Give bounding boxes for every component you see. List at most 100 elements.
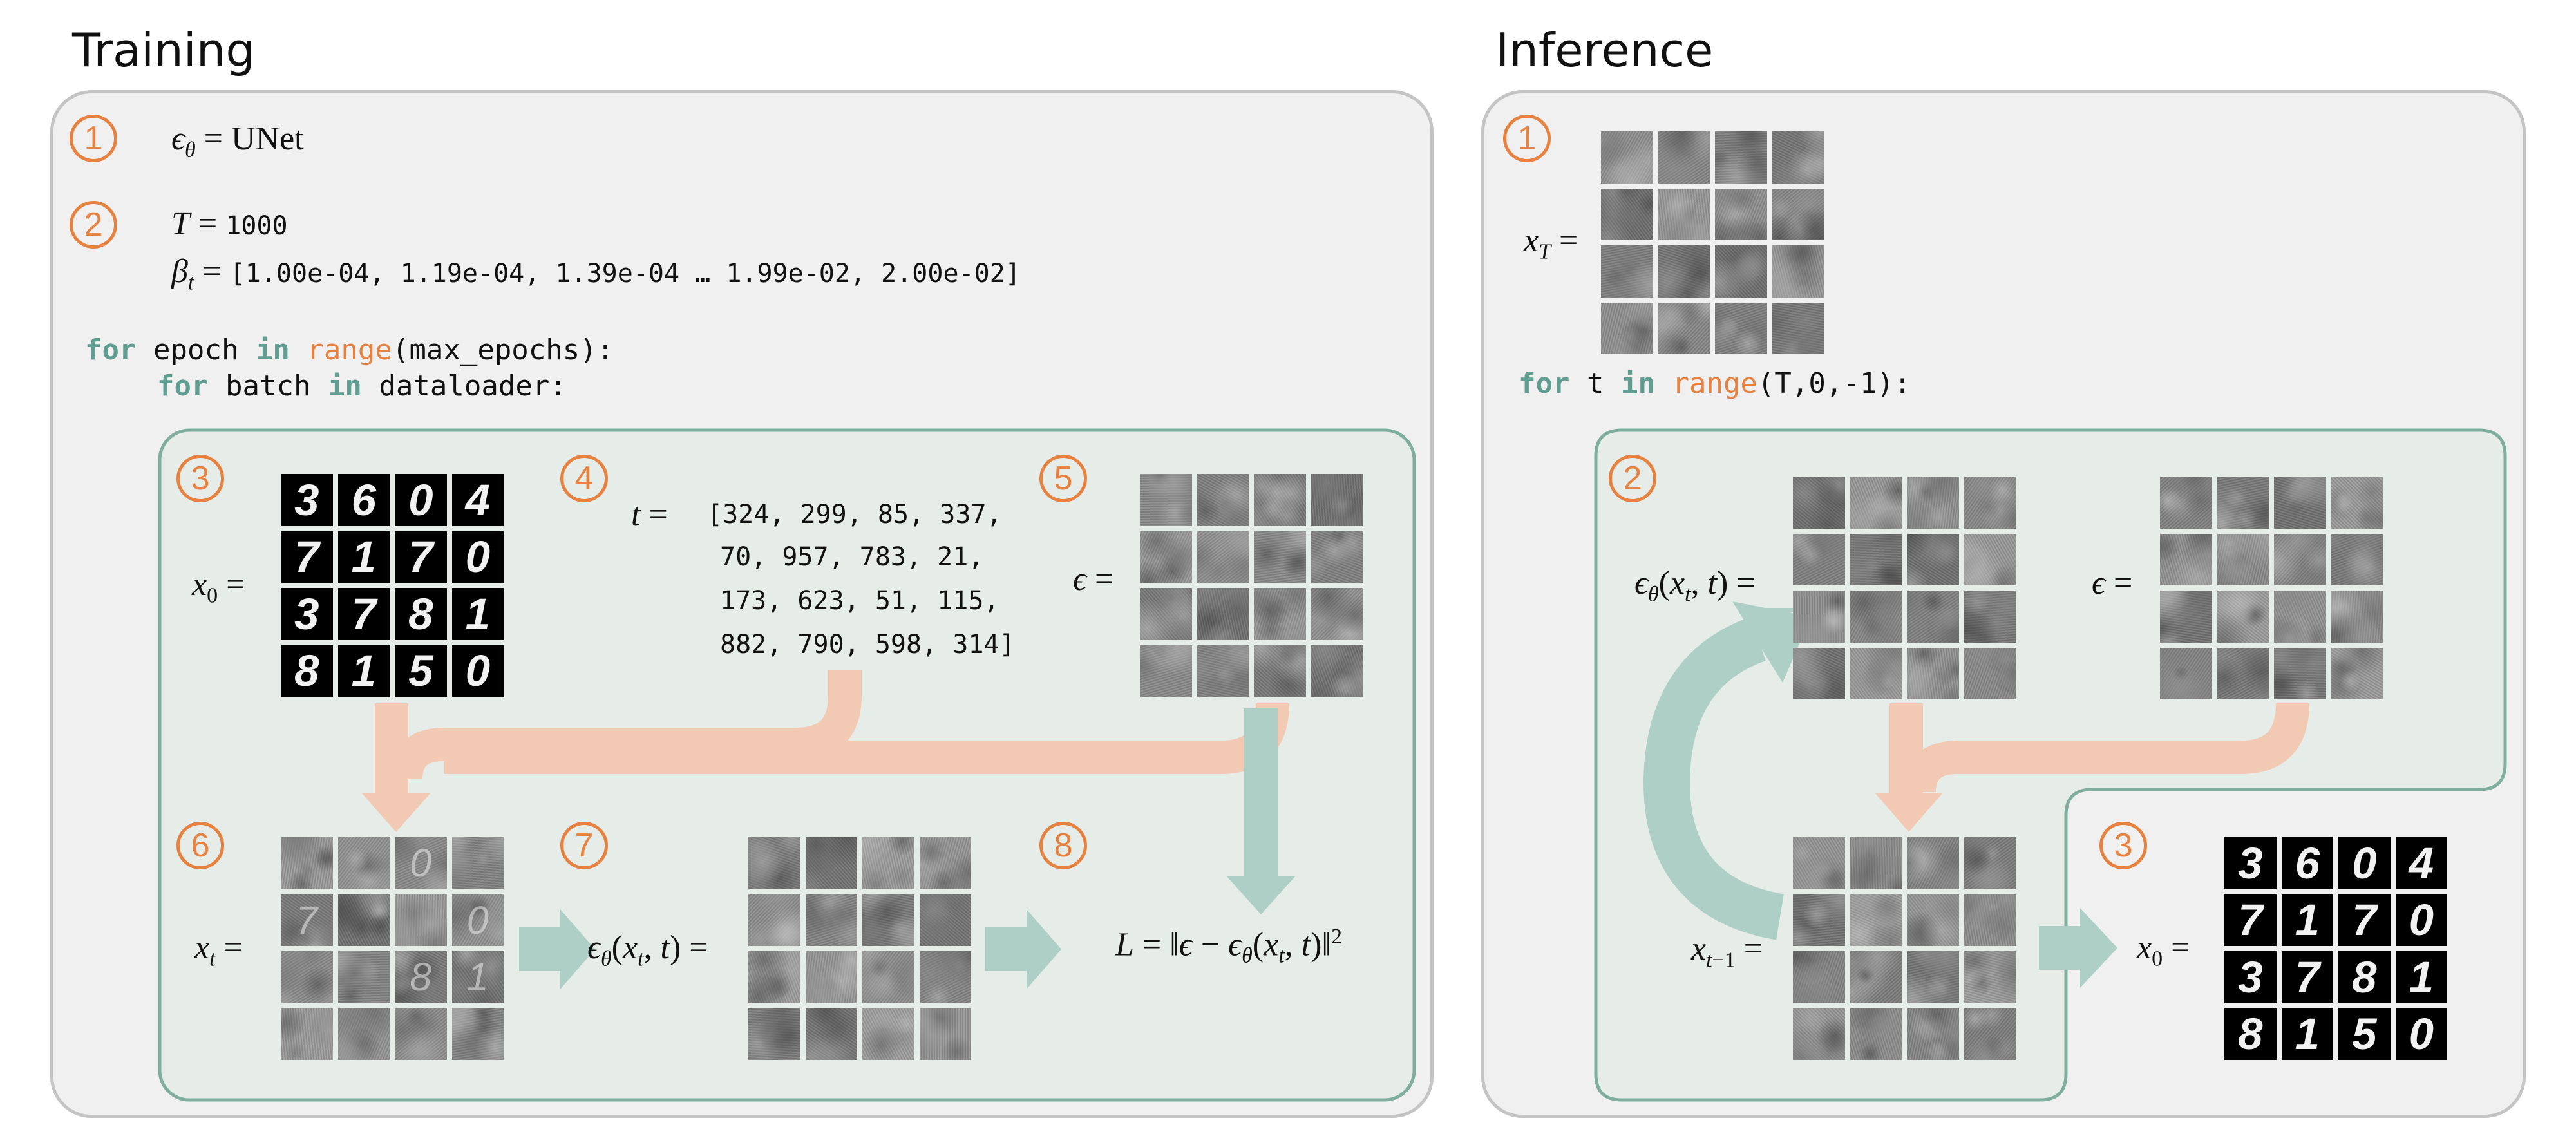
noise-tile: [1964, 951, 2016, 1003]
digit-tile: 5: [395, 645, 447, 697]
xt-label: xt =: [194, 929, 243, 971]
noise-tile: [2331, 533, 2383, 585]
noise-tile: [1964, 837, 2016, 889]
x0-label: x0 =: [192, 566, 245, 608]
noise-tile: [1850, 1008, 1902, 1060]
digit-tile: 0: [2395, 1008, 2447, 1060]
digit-tile: 7: [2224, 894, 2277, 946]
arrow-head-loop-tip: [1732, 601, 1811, 683]
noisy-digit-tile: 7: [281, 894, 333, 946]
noise-tile: [1793, 647, 1845, 699]
inference-xT-grid: [1601, 131, 1824, 354]
digit-tile: 6: [2281, 837, 2333, 889]
training-step-5-badge: 5: [1039, 455, 1087, 502]
noise-tile: [748, 951, 800, 1003]
digit-tile: 7: [2338, 894, 2391, 946]
noise-tile: [1793, 837, 1845, 889]
arrow-loop-back: [1643, 617, 1785, 940]
noise-tile: [2274, 647, 2326, 699]
noise-tile: [2274, 477, 2326, 529]
eps-theta-label: ϵθ(xt, t) =: [587, 929, 708, 971]
noise-tile: [2217, 591, 2269, 643]
noise-tile: [919, 894, 971, 946]
noisy-digit-tile: [395, 1008, 447, 1060]
noise-tile: [1793, 533, 1845, 585]
noise-tile: [1907, 477, 1959, 529]
noise-tile: [805, 837, 857, 889]
arrow-xt-to-model: [519, 909, 595, 989]
training-step-3-badge: 3: [176, 455, 224, 502]
noisy-digit-tile: [337, 1008, 390, 1060]
digit-tile: 1: [337, 645, 390, 697]
noise-tile: [2160, 533, 2212, 585]
eps-label: ϵ =: [1073, 561, 1114, 598]
inference-xt1-grid: [1793, 837, 2016, 1060]
digit-tile: 1: [337, 531, 390, 583]
digit-tile: 1: [451, 588, 504, 640]
digit-tile: 0: [2395, 894, 2447, 946]
noise-tile: [1850, 533, 1902, 585]
noise-tile: [1907, 951, 1959, 1003]
noise-tile: [1658, 245, 1710, 298]
noise-tile: [1907, 894, 1959, 946]
noisy-digit-tile: 1: [451, 951, 504, 1003]
noise-tile: [2217, 533, 2269, 585]
noise-tile: [1140, 474, 1192, 526]
noise-tile: [862, 951, 914, 1003]
digit-tile: 6: [337, 474, 390, 526]
beta-values: [1.00e-04, 1.19e-04, 1.39e-04 … 1.99e-02…: [229, 259, 1021, 289]
inference-step-3-badge: 3: [2099, 822, 2147, 869]
noise-tile: [1850, 951, 1902, 1003]
noise-tile: [2160, 477, 2212, 529]
noise-tile: [1715, 245, 1767, 298]
noisy-digit-tile: [337, 894, 390, 946]
noise-tile: [748, 894, 800, 946]
noisy-digit-tile: [281, 951, 333, 1003]
noise-tile: [1907, 647, 1959, 699]
noise-tile: [1964, 533, 2016, 585]
digit-tile: 4: [451, 474, 504, 526]
digit-tile: 0: [395, 474, 447, 526]
arrow-head-loss: [1226, 876, 1296, 914]
digit-tile: 7: [337, 588, 390, 640]
t-label: t =: [631, 497, 668, 533]
noise-tile: [1793, 951, 1845, 1003]
noise-tile: [1772, 188, 1824, 240]
noise-tile: [805, 894, 857, 946]
digit-tile: 8: [395, 588, 447, 640]
noisy-digit-tile: 0: [451, 894, 504, 946]
noise-tile: [748, 837, 800, 889]
noise-tile: [919, 837, 971, 889]
digit-tile: 7: [281, 531, 333, 583]
noise-tile: [1254, 588, 1306, 640]
digit-tile: 0: [451, 531, 504, 583]
noise-tile: [2160, 591, 2212, 643]
noise-tile: [1772, 131, 1824, 184]
noise-tile: [2217, 477, 2269, 529]
noise-tile: [1793, 591, 1845, 643]
noise-tile: [1658, 302, 1710, 354]
digit-tile: 4: [2395, 837, 2447, 889]
noise-tile: [1601, 245, 1653, 298]
noise-tile: [1964, 1008, 2016, 1060]
inference-x0-label: x0 =: [2137, 929, 2190, 971]
inference-loop-line: for t in range(T,0,-1):: [1519, 367, 1911, 400]
digit-tile: 3: [281, 588, 333, 640]
noisy-digit-tile: [451, 1008, 504, 1060]
noise-tile: [1715, 131, 1767, 184]
digit-tile: 3: [281, 474, 333, 526]
digit-tile: 3: [2224, 837, 2277, 889]
noise-tile: [1601, 188, 1653, 240]
digit-tile: 8: [2338, 951, 2391, 1003]
noise-tile: [748, 1008, 800, 1060]
timesteps-equation: T = 1000: [171, 205, 288, 242]
digit-tile: 1: [2281, 894, 2333, 946]
digit-tile: 8: [2224, 1008, 2277, 1060]
timesteps-value: 1000: [225, 211, 288, 241]
noise-tile: [1850, 647, 1902, 699]
noise-tile: [1311, 588, 1363, 640]
arrow-head-xt: [362, 793, 430, 832]
arrow-xt1-to-x0: [2039, 908, 2117, 988]
noise-tile: [2331, 477, 2383, 529]
